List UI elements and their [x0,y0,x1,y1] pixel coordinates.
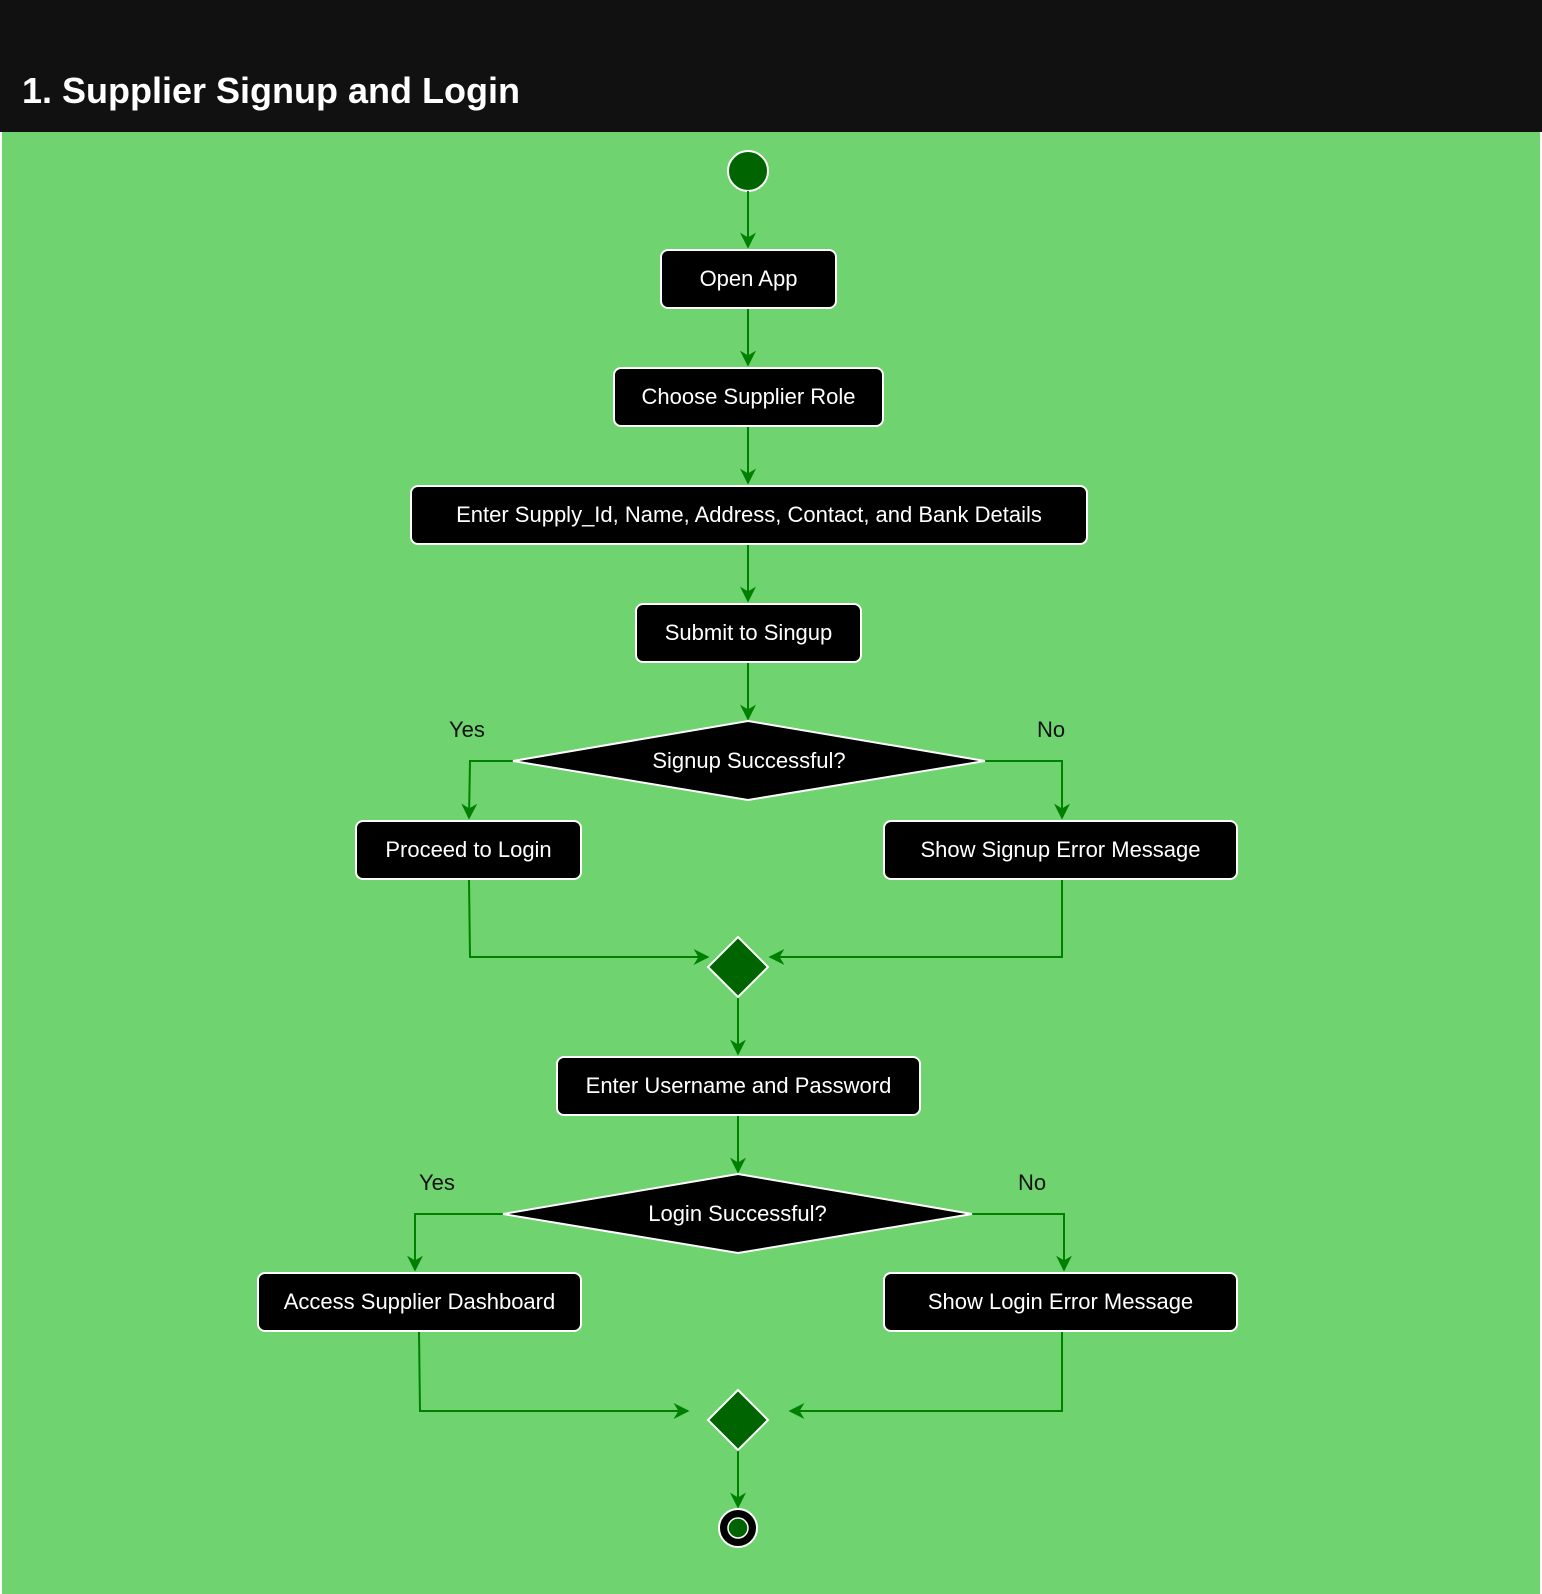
edge-signuperror-merge [768,880,1063,965]
node-open-app: Open App [660,249,837,309]
node-login-error: Show Login Error Message [883,1272,1238,1332]
merge-diamond-2 [706,1388,770,1452]
signup-no-label: No [1037,717,1066,742]
merge-diamond-1 [706,935,770,999]
signup-yes-label: Yes [449,717,485,742]
edge-dashboard-merge [418,1331,690,1419]
end-node-inner [727,1517,749,1539]
edge-login-yes [407,1213,503,1272]
page-title: 1. Supplier Signup and Login [22,70,520,111]
header-bar: 1. Supplier Signup and Login [0,0,1542,132]
node-enter-credentials: Enter Username and Password [556,1056,921,1116]
login-decision-diamond [502,1172,973,1255]
edge-login-no [972,1213,1072,1272]
edge-loginerror-merge [788,1332,1063,1419]
login-decision-text: Login Successful? [648,1201,827,1226]
node-submit-signup: Submit to Singup [635,603,862,663]
node-proceed-to-login: Proceed to Login [355,820,582,880]
login-yes-label: Yes [419,1170,455,1195]
signup-decision-text: Signup Successful? [652,748,846,773]
node-access-dashboard: Access Supplier Dashboard [257,1272,582,1332]
edge-proceed-merge [468,879,710,965]
edge-signup-yes [461,760,513,820]
start-node [727,150,769,192]
node-choose-supplier-role: Choose Supplier Role [613,367,884,427]
signup-decision-diamond [512,719,986,802]
edge-signup-no [985,760,1070,820]
login-no-label: No [1018,1170,1047,1195]
node-enter-details: Enter Supply_Id, Name, Address, Contact,… [410,485,1088,545]
node-signup-error: Show Signup Error Message [883,820,1238,880]
